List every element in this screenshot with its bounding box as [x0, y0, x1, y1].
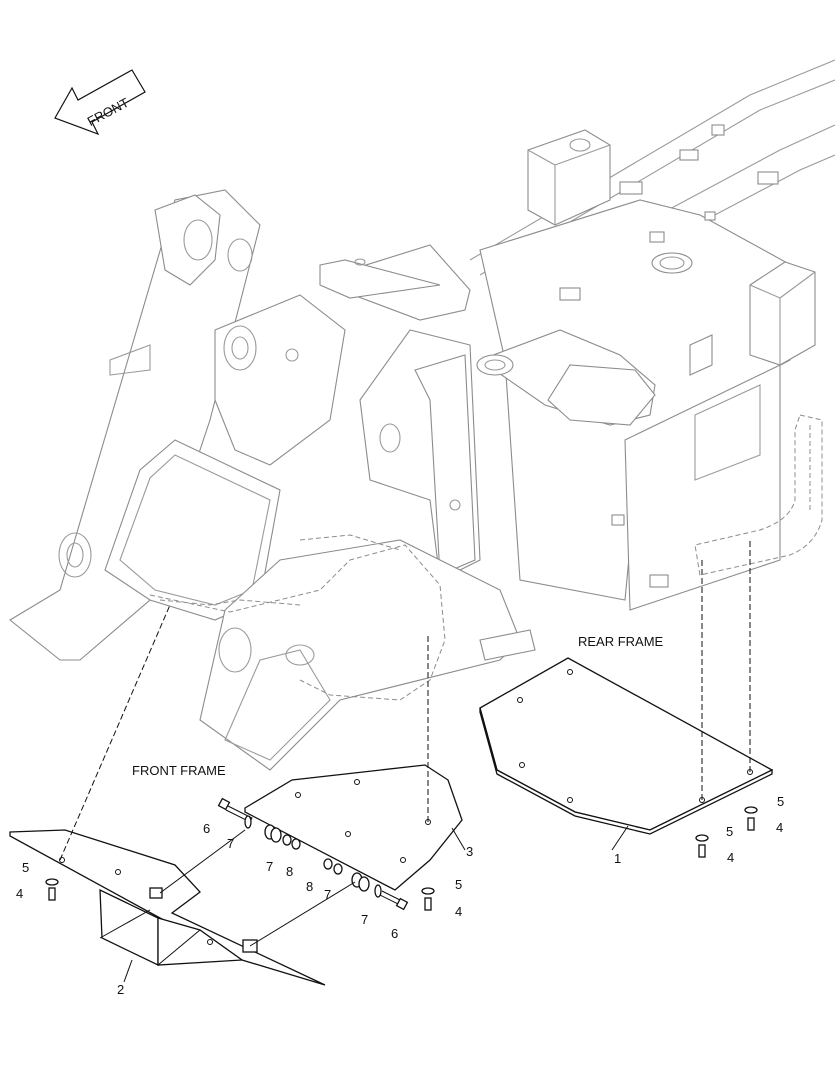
part-2-bracket-cover	[9, 829, 326, 986]
part-1-rear-cover-plate	[479, 657, 774, 835]
fasteners	[45, 797, 758, 911]
leader-lines	[59, 540, 751, 983]
callout-1: 1	[614, 851, 621, 866]
rear-frame-label: REAR FRAME	[578, 634, 664, 649]
callout-7: 7	[324, 887, 331, 902]
front-frame-label: FRONT FRAME	[132, 763, 226, 778]
callout-5: 5	[726, 824, 733, 839]
callout-5: 5	[22, 860, 29, 875]
callout-4: 4	[455, 904, 462, 919]
callout-5: 5	[455, 877, 462, 892]
callout-5: 5	[777, 794, 784, 809]
callout-8: 8	[286, 864, 293, 879]
bolt-6-left	[217, 797, 253, 823]
callout-8: 8	[306, 879, 313, 894]
front-direction-arrow: FRONT	[54, 69, 146, 136]
callout-6: 6	[391, 926, 398, 941]
rear-frame-drawing	[319, 59, 835, 611]
front-frame-drawing	[9, 189, 536, 771]
callout-6: 6	[203, 821, 210, 836]
part-3-front-cover-plate	[244, 764, 463, 891]
callout-7: 7	[227, 836, 234, 851]
callout-4: 4	[776, 820, 783, 835]
callout-2: 2	[117, 982, 124, 997]
bolt-6-right	[379, 890, 409, 911]
callout-4: 4	[727, 850, 734, 865]
callout-4: 4	[16, 886, 23, 901]
callout-numbers: 1 2 3 4 4 4 4 5 5 5 5 6 6 7 7 7 7 8 8	[16, 794, 784, 997]
callout-7: 7	[361, 912, 368, 927]
callout-7: 7	[266, 859, 273, 874]
callout-3: 3	[466, 844, 473, 859]
